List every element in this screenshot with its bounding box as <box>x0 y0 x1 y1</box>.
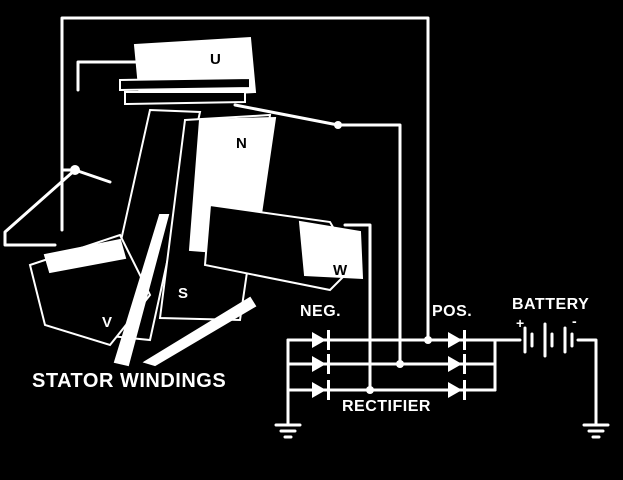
battery-cells <box>523 322 574 358</box>
winding-w-label: W <box>333 262 348 279</box>
stator-windings-label: STATOR WINDINGS <box>32 370 227 392</box>
label-pointer <box>113 214 170 367</box>
diode-pos-3 <box>448 382 462 398</box>
wire-v-cross <box>73 168 112 184</box>
battery-label: BATTERY <box>512 296 590 313</box>
ground-left <box>274 423 302 439</box>
rectifier-label: RECTIFIER <box>342 398 431 415</box>
diode-neg-1 <box>312 332 326 348</box>
winding-u-label: U <box>210 51 222 68</box>
stator-body <box>28 36 364 367</box>
wire-v-loop <box>3 168 77 247</box>
pole-s-label: S <box>178 285 189 302</box>
pos-label: POS. <box>432 303 473 320</box>
ground-right <box>582 423 610 439</box>
pole-n-label: N <box>236 135 248 152</box>
diode-pos-1 <box>448 332 462 348</box>
wire-u-lead <box>233 103 402 364</box>
diode-neg-3 <box>312 382 326 398</box>
diode-neg-2 <box>312 356 326 372</box>
battery-plus-label: + <box>516 315 525 331</box>
neg-label: NEG. <box>300 303 342 320</box>
diode-pos-2 <box>448 356 462 372</box>
junctions <box>70 121 432 394</box>
wire-battery-ground <box>576 338 598 427</box>
wire-u-inner <box>76 60 147 92</box>
winding-v-label: V <box>102 314 113 331</box>
wire-u-top-loop <box>60 16 430 342</box>
wire-w-lead <box>343 223 372 390</box>
diodes <box>312 330 466 400</box>
battery-minus-label: - <box>572 313 578 329</box>
